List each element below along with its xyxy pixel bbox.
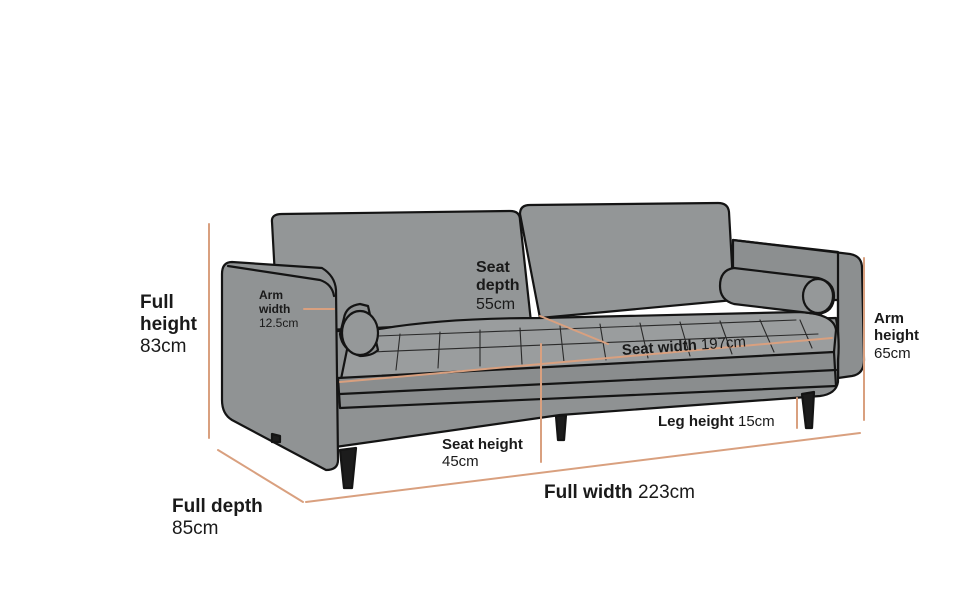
seat-depth-name-1: Seat [476, 259, 510, 276]
seat-width-value: 197cm [700, 333, 747, 354]
measurement-lines [208, 223, 865, 503]
full-height-label: Full height 83cm [140, 292, 197, 358]
leg-height-name: Leg height [658, 413, 734, 430]
arm-width-label: Arm width 12.5cm [259, 288, 299, 330]
full-height-value: 83cm [140, 335, 187, 357]
leg-front-left [338, 446, 358, 490]
full-width-line [305, 432, 861, 503]
arm-height-label: Arm height 65cm [874, 310, 919, 362]
leg-height-value: 15cm [738, 413, 775, 430]
full-height-name-1: Full [140, 292, 174, 313]
full-width-name: Full width [544, 482, 633, 503]
full-depth-label: Full depth 85cm [172, 496, 263, 540]
arm-width-value: 12.5cm [259, 315, 299, 330]
full-width-value: 223cm [637, 482, 695, 503]
arm-height-name-2: height [874, 327, 919, 345]
left-arm [220, 260, 340, 472]
full-depth-name: Full depth [172, 496, 263, 517]
seat-depth-label: Seat depth 55cm [476, 259, 520, 314]
arm-width-name-1: Arm [259, 288, 284, 302]
seat-depth-value: 55cm [476, 295, 516, 313]
arm-height-value: 65cm [874, 344, 911, 362]
leg-height-label: Leg height 15cm [658, 413, 775, 430]
full-height-name-2: height [140, 313, 197, 335]
leg-front-right [800, 390, 816, 430]
seat-height-name: Seat height [442, 436, 523, 453]
full-depth-value: 85cm [172, 517, 219, 539]
sofa-illustration [220, 201, 866, 490]
seat-height-value: 45cm [442, 453, 479, 471]
arm-height-name-1: Arm [874, 310, 905, 327]
seat-depth-name-2: depth [476, 277, 520, 295]
seat-height-label: Seat height 45cm [442, 436, 523, 471]
tufting [369, 319, 819, 371]
leg-back-mid [554, 413, 568, 442]
back-cushion-right [518, 201, 736, 320]
arm-width-name-2: width [259, 301, 291, 316]
seat-depth-line [539, 315, 609, 345]
leg-back-left [270, 432, 282, 444]
seat-width-line [339, 337, 833, 383]
full-depth-line [217, 449, 304, 503]
seat-front [336, 350, 838, 410]
full-width-label: Full width 223cm [544, 482, 695, 504]
